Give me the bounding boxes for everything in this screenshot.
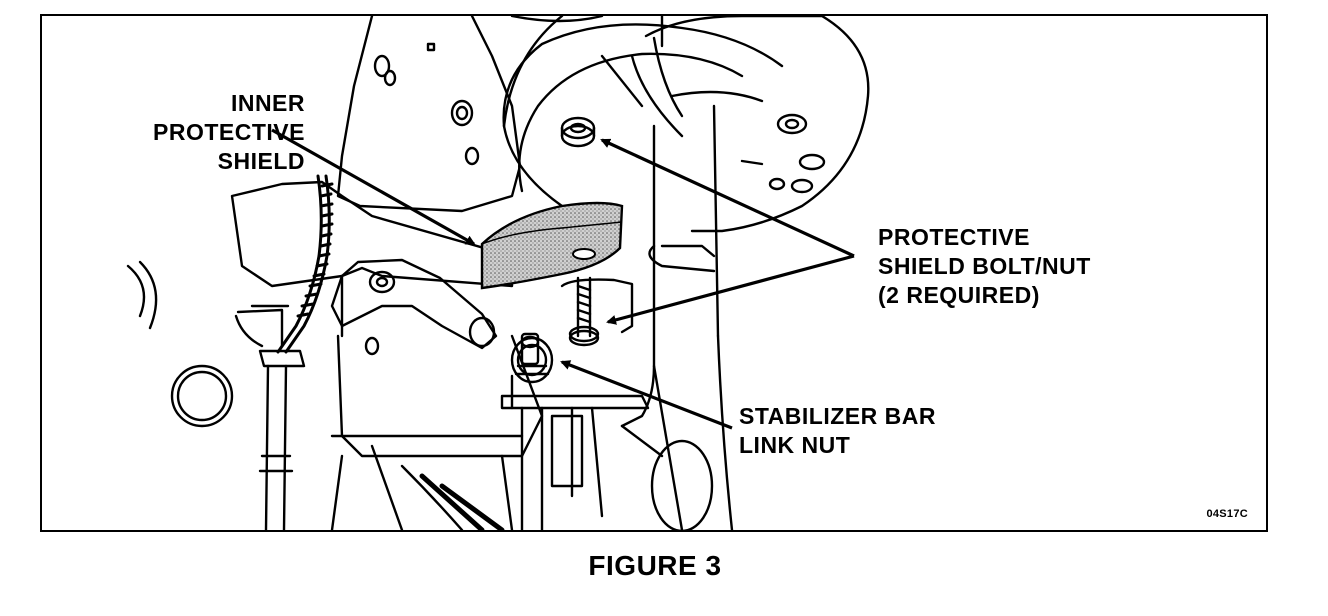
callout-inner-protective-shield: INNER PROTECTIVE SHIELD — [98, 89, 305, 176]
callout-line: SHIELD — [217, 148, 305, 174]
leader-bolt-lower — [606, 254, 855, 325]
suspension-illustration — [126, 16, 870, 530]
figure-caption: FIGURE 3 — [588, 550, 722, 581]
inner-protective-shield — [480, 201, 624, 290]
callout-line: LINK NUT — [739, 432, 851, 458]
callout-line: SHIELD BOLT/NUT — [878, 253, 1091, 279]
upper-shield-nut — [560, 116, 596, 148]
leader-stabilizer-nut — [560, 360, 733, 430]
callout-protective-shield-bolt: PROTECTIVE SHIELD BOLT/NUT (2 REQUIRED) — [878, 223, 1091, 310]
left-round-port — [170, 364, 234, 428]
left-arc-part — [126, 260, 158, 330]
lower-control-arm — [330, 334, 544, 530]
leader-inner-shield — [271, 128, 476, 246]
leader-bolt-upper — [600, 138, 855, 258]
strut-upper-mount — [630, 16, 870, 233]
upper-frame-panel — [336, 16, 522, 213]
stabilizer-link-nut — [510, 332, 554, 384]
lower-line-bracket — [258, 349, 306, 530]
upper-coil-arm — [502, 16, 784, 208]
callout-line: INNER — [230, 90, 305, 116]
knuckle-plate — [230, 180, 514, 338]
corrugated-hose — [276, 174, 334, 354]
strut-body — [620, 104, 734, 530]
link-bracket — [234, 258, 498, 350]
figure-code: 04S17C — [1206, 508, 1248, 520]
callout-line: STABILIZER BAR — [739, 403, 936, 429]
callout-line: (2 REQUIRED) — [878, 282, 1040, 308]
stabilizer-link — [500, 374, 650, 530]
callout-line: PROTECTIVE — [878, 224, 1030, 250]
figure-frame: INNER PROTECTIVE SHIELD PROTECTIVE SHIEL… — [40, 14, 1268, 532]
leader-lines — [271, 128, 855, 430]
callout-stabilizer-bar-link-nut: STABILIZER BAR LINK NUT — [739, 402, 936, 460]
callout-line: PROTECTIVE — [153, 119, 305, 145]
